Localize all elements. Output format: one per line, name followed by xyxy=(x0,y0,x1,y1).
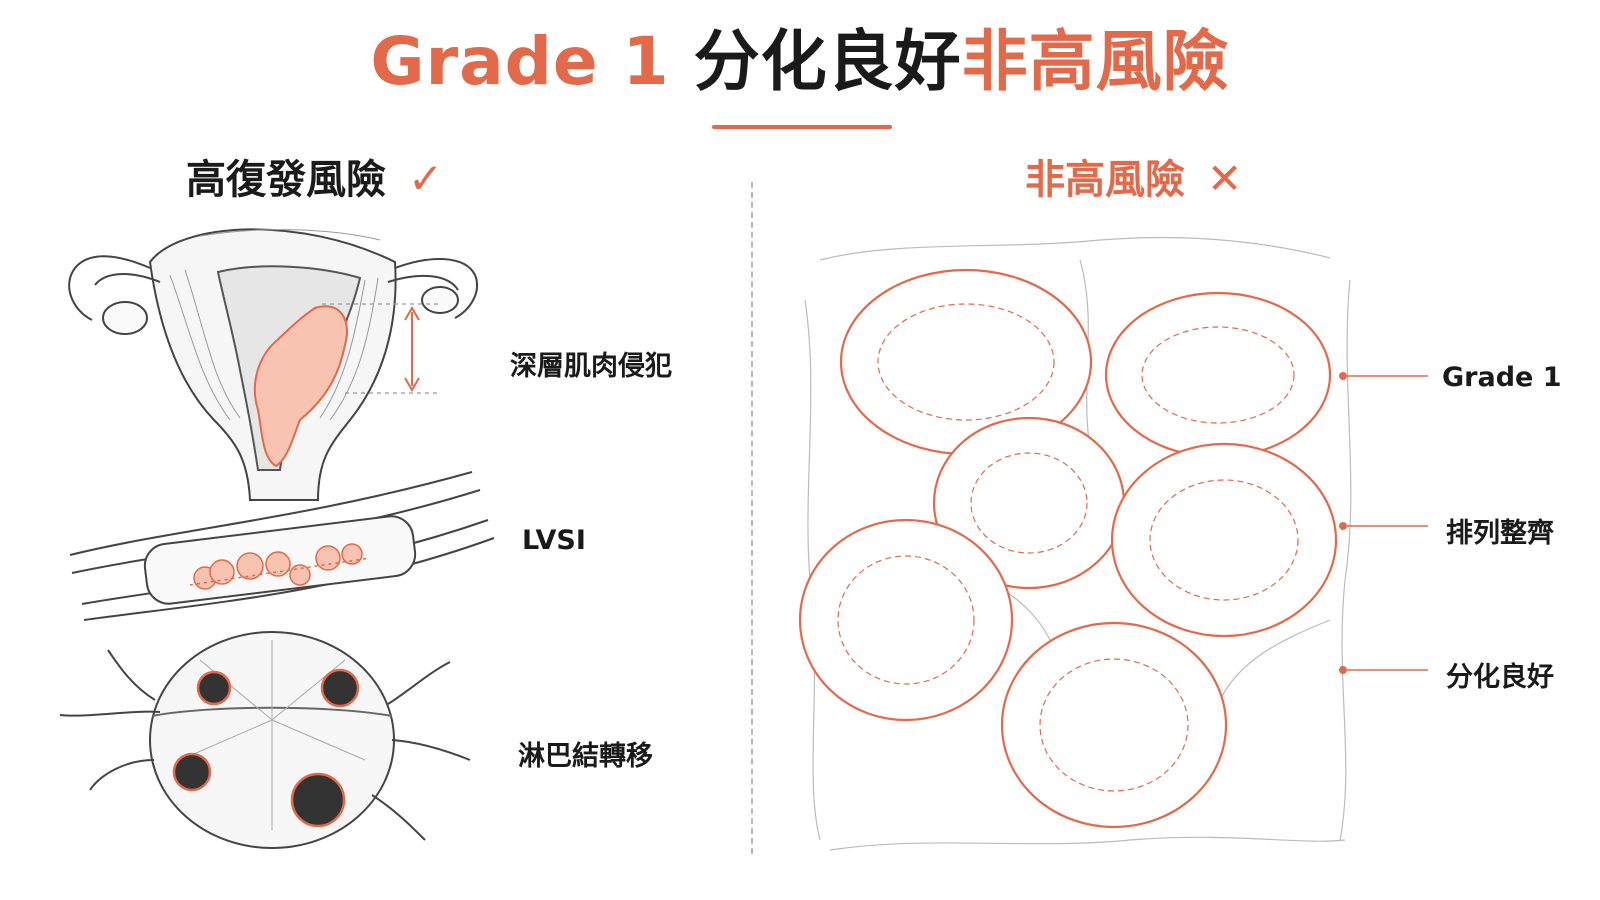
title-differentiation: 分化良好 xyxy=(693,23,962,100)
title-grade: Grade 1 xyxy=(370,23,670,100)
column-divider xyxy=(751,182,753,854)
left-heading-text: 高復發風險 xyxy=(186,157,386,203)
left-column-heading: 高復發風險 ✓ xyxy=(186,154,443,205)
cross-icon: ✕ xyxy=(1207,154,1243,203)
lymph-node-illustration xyxy=(59,631,471,849)
uterus-illustration xyxy=(68,228,478,501)
label-arrangement: 排列整齊 xyxy=(1446,518,1554,549)
right-label-leaders xyxy=(1339,372,1428,674)
title-underline xyxy=(712,125,892,129)
tissue-illustration xyxy=(798,236,1352,851)
right-column-heading: 非高風險 ✕ xyxy=(1025,154,1242,205)
lvsi-vessel-illustration xyxy=(69,471,495,621)
label-grade: Grade 1 xyxy=(1442,362,1562,393)
page-title: Grade 1 分化良好非高風險 xyxy=(0,22,1600,102)
checkmark-icon: ✓ xyxy=(408,154,444,203)
right-heading-text: 非高風險 xyxy=(1025,157,1185,203)
label-lvsi: LVSI xyxy=(522,525,586,556)
label-deep-invasion: 深層肌肉侵犯 xyxy=(510,351,672,382)
label-lymph-node: 淋巴結轉移 xyxy=(518,741,653,772)
label-differentiation: 分化良好 xyxy=(1446,662,1554,693)
title-risk: 非高風險 xyxy=(961,23,1230,100)
